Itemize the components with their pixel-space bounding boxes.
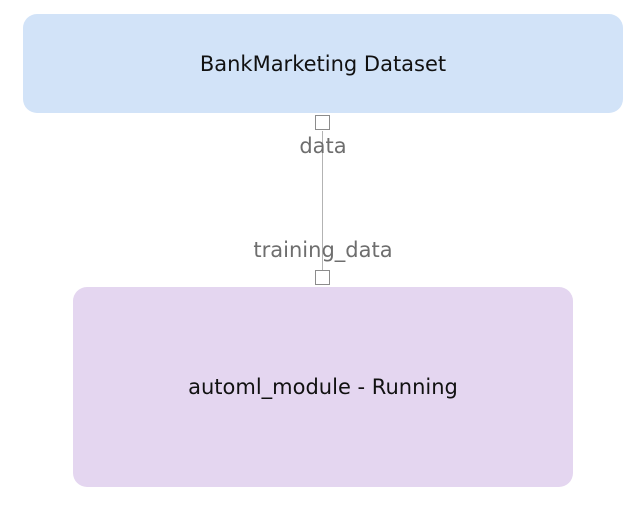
output-port-label: data [299,134,347,158]
connection-line [322,131,323,270]
automl-node-label: automl_module - Running [188,375,458,399]
output-port-data[interactable] [315,115,330,130]
dataset-node-label: BankMarketing Dataset [199,51,447,76]
dataset-node[interactable]: BankMarketing Dataset [23,14,623,113]
input-port-label: training_data [253,238,393,262]
automl-module-node[interactable]: automl_module - Running [73,287,573,487]
input-port-training-data[interactable] [315,270,330,285]
